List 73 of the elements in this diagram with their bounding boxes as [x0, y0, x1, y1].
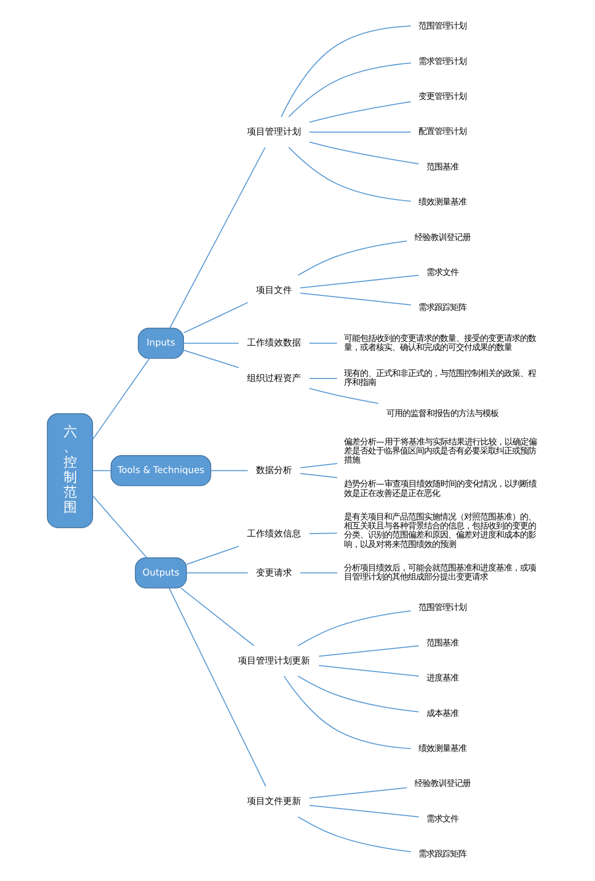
connector	[318, 665, 419, 677]
connector	[300, 462, 338, 468]
node-text: 现有的、正式和非正式的，与范围控制相关的政策、程序和指南	[344, 368, 536, 388]
node-text: 需求文件	[426, 813, 458, 824]
connector	[300, 472, 338, 478]
connector	[298, 816, 411, 852]
node-text: 成本基准	[426, 708, 458, 718]
node-text: 可用的监督和报告的方法与模板	[386, 408, 498, 418]
node-box: Outputs	[134, 557, 187, 588]
node-text: 需求跟踪矩阵	[418, 302, 466, 312]
node-text: 组织过程资产	[247, 372, 302, 383]
node-text: 偏差分析—用于将基准与实际结果进行比较，以确定偏差是否处于临界值区间内或是否有必要采取纠正或预防措施	[344, 436, 536, 465]
node-text: 经验教训登记册	[414, 778, 470, 788]
connector	[298, 676, 419, 712]
connector	[184, 350, 239, 368]
connector	[169, 147, 266, 328]
node-text: 需求跟踪矩阵	[418, 848, 466, 859]
connector	[309, 378, 338, 379]
connector	[168, 588, 266, 787]
connector	[288, 147, 411, 202]
node-text: 项目管理计划	[247, 126, 302, 136]
connector	[210, 470, 248, 472]
connector	[318, 645, 419, 657]
connector	[309, 101, 411, 123]
connector	[300, 292, 412, 306]
node-text: 范围基准	[426, 161, 458, 172]
connector	[92, 358, 150, 440]
node-text: 范围管理计划	[418, 602, 466, 612]
connector	[309, 532, 338, 534]
node-text: 项目文件	[256, 284, 292, 295]
node-text: 绩效测量基准	[418, 742, 466, 753]
connector	[298, 610, 411, 646]
connector	[309, 132, 411, 133]
node-box: 六、控制范围	[46, 413, 94, 528]
connector	[309, 804, 419, 818]
node-text: 项目管理计划更新	[238, 655, 310, 666]
node-text: 经验教训登记册	[414, 232, 470, 242]
node-text: 需求管理计划	[418, 56, 466, 66]
node-text: 变更请求	[256, 567, 292, 578]
node-text: 趋势分析—审查项目绩效随时间的变化情况，以判断绩效是正在改善还是正在恶化	[344, 478, 536, 498]
connector	[180, 588, 254, 646]
node-text: 范围基准	[426, 637, 458, 648]
connector	[309, 388, 378, 404]
node-text: 范围管理计划	[418, 20, 466, 31]
connector	[300, 572, 338, 574]
connector	[288, 62, 411, 118]
connector	[309, 787, 407, 799]
connector	[309, 342, 338, 344]
connector	[300, 274, 419, 288]
node-text: 需求文件	[426, 266, 458, 277]
node-text: 绩效测量基准	[418, 196, 466, 207]
connector	[186, 546, 239, 565]
connector	[184, 342, 239, 344]
node-text: 工作绩效数据	[247, 338, 302, 348]
node-text: 配置管理计划	[418, 126, 466, 136]
node-text: 变更管理计划	[418, 91, 466, 102]
connector	[298, 240, 407, 276]
node-text: 是有关项目和产品范围实施情况（对照范围基准）的、相互关联且与各种背景结合的信息，包括收到的变更的分类、识别的范围偏差和原因、偏差对进度和成本的影响，以及对将来范围绩效的预测	[344, 511, 536, 549]
connector	[92, 495, 148, 558]
node-text: 分析项目绩效后，可能会就范围基准和进度基准，或项目管理计划的其他组成部分提出变更请求	[344, 562, 536, 582]
node-box: Inputs	[138, 328, 184, 359]
node-text: 数据分析	[256, 465, 292, 476]
node-text: 工作绩效信息	[247, 528, 302, 539]
connector	[186, 572, 248, 574]
connector	[92, 470, 111, 472]
node-text: 进度基准	[426, 672, 458, 683]
connector	[184, 302, 248, 334]
node-text: 项目文件更新	[247, 796, 302, 806]
connector	[284, 676, 411, 750]
node-text: 可能包括收到的变更请求的数量、接受的变更请求的数量，或者核实、确认和完成的可交付成果的数量	[344, 332, 536, 352]
connector	[280, 25, 411, 118]
connector	[309, 141, 419, 164]
node-box: Tools & Techniques	[110, 455, 212, 486]
